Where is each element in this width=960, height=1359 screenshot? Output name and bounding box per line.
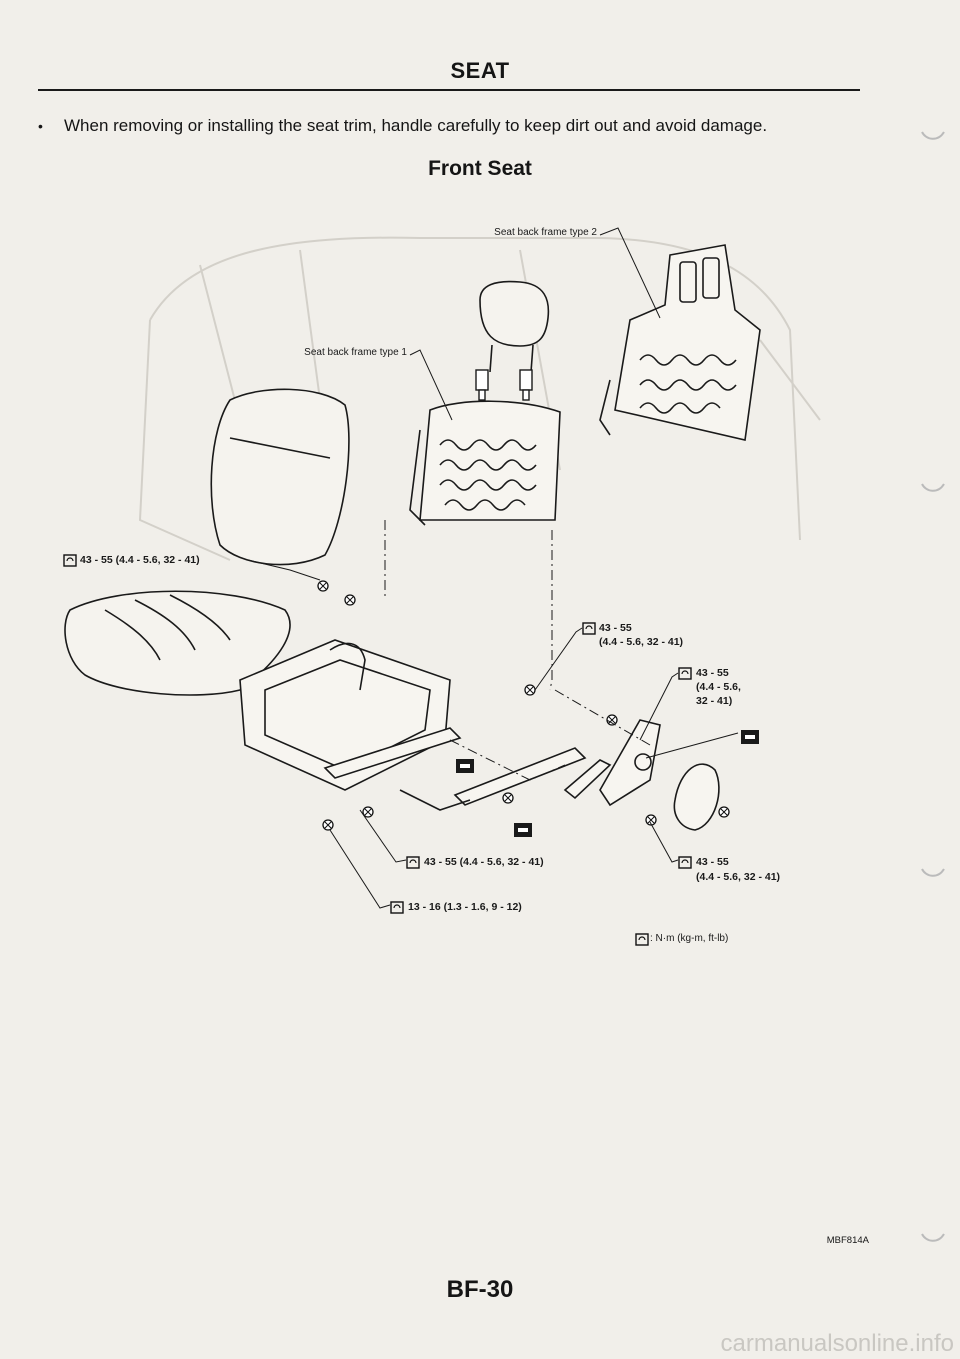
torque-right-mid-2: (4.4 - 5.6, [696, 681, 741, 693]
torque-right-top-1: 43 - 55 [599, 622, 632, 634]
torque-legend: : N·m (kg-m, ft-lb) [650, 933, 728, 944]
torque-bottom-left-2: 13 - 16 (1.3 - 1.6, 9 - 12) [408, 901, 522, 913]
seat-back-frame-type-1 [409, 400, 561, 526]
torque-bottom-right-1: 43 - 55 [696, 856, 729, 868]
torque-right-top-2: (4.4 - 5.6, 32 - 41) [599, 636, 683, 648]
leader-lines [247, 227, 739, 909]
caution-note: • When removing or installing the seat tr… [38, 115, 898, 137]
watermark: carmanualsonline.info [720, 1330, 954, 1357]
page-title: SEAT [450, 58, 510, 83]
seat-back-frame-type-2 [599, 244, 761, 441]
label-frame-type-1: Seat back frame type 1 [304, 347, 407, 358]
page-number: BF-30 [446, 1276, 514, 1303]
torque-icon [678, 667, 692, 680]
headrest-guides [475, 369, 533, 401]
title-rule [38, 89, 860, 91]
binder-hole-mark [921, 1233, 945, 1242]
torque-right-mid-3: 32 - 41) [696, 695, 732, 707]
note-text: When removing or installing the seat tri… [64, 116, 768, 135]
figure-code: MBF814A [826, 1235, 869, 1246]
torque-bottom-right-2: (4.4 - 5.6, 32 - 41) [696, 871, 780, 883]
binder-hole-mark [921, 868, 945, 877]
torque-icon [406, 856, 420, 869]
torque-icon [678, 856, 692, 869]
slide-rails [323, 727, 587, 811]
reclining-device [563, 719, 720, 831]
headrest [479, 280, 550, 373]
torque-legend-icon [635, 933, 649, 946]
label-frame-type-2: Seat back frame type 2 [494, 227, 597, 238]
torque-right-mid-1: 43 - 55 [696, 667, 729, 679]
section-title: Front Seat [428, 157, 532, 180]
torque-icon [390, 901, 404, 914]
torque-left: 43 - 55 (4.4 - 5.6, 32 - 41) [80, 554, 200, 566]
torque-bottom-left-1: 43 - 55 (4.4 - 5.6, 32 - 41) [424, 856, 544, 868]
torque-icon [582, 622, 596, 635]
seat-back-cushion [210, 388, 350, 566]
bullet: • [38, 118, 43, 134]
torque-icon [63, 554, 77, 567]
binder-hole-mark [921, 483, 945, 492]
binder-hole-mark [921, 131, 945, 140]
